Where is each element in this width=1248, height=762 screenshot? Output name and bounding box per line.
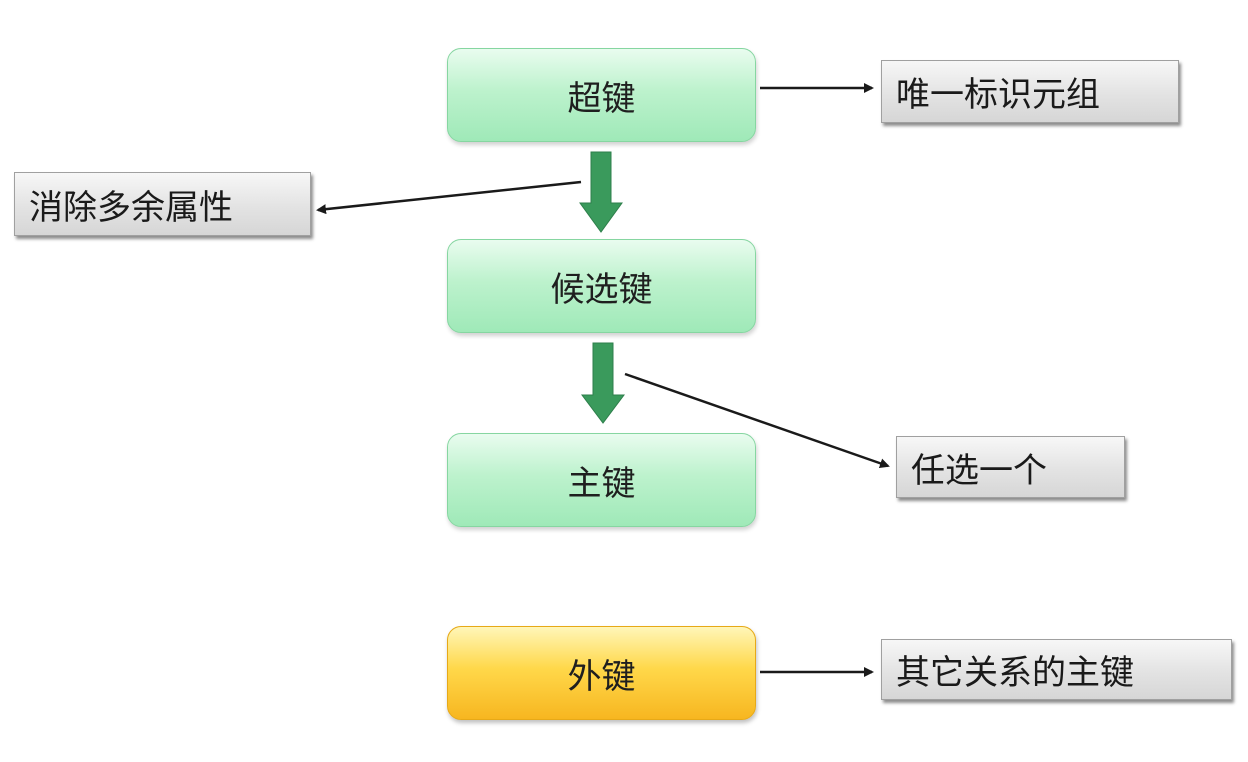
connector-to-choose-one (624, 372, 890, 469)
other-relation-pk-label: 其它关系的主键 (896, 653, 1134, 693)
candidate-key-node: 候选键 (447, 239, 756, 333)
flow-arrow-candidate-to-primary (581, 342, 625, 424)
other-relation-pk-box: 其它关系的主键 (881, 639, 1232, 700)
connector-to-remove-redundant (316, 180, 582, 215)
foreign-key-node: 外键 (447, 626, 756, 720)
choose-one-box: 任选一个 (896, 436, 1125, 498)
primary-key-label: 主键 (567, 463, 636, 504)
unique-tuple-box: 唯一标识元组 (881, 60, 1179, 123)
candidate-key-label: 候选键 (550, 269, 653, 310)
foreign-key-label: 外键 (567, 656, 636, 697)
remove-redundant-box: 消除多余属性 (14, 172, 311, 236)
flow-arrow-super-to-candidate (579, 151, 623, 233)
remove-redundant-label: 消除多余属性 (29, 187, 233, 228)
unique-tuple-label: 唯一标识元组 (896, 75, 1100, 115)
super-key-node: 超键 (447, 48, 756, 142)
primary-key-node: 主键 (447, 433, 756, 527)
super-key-label: 超键 (567, 78, 636, 119)
choose-one-label: 任选一个 (911, 450, 1047, 491)
